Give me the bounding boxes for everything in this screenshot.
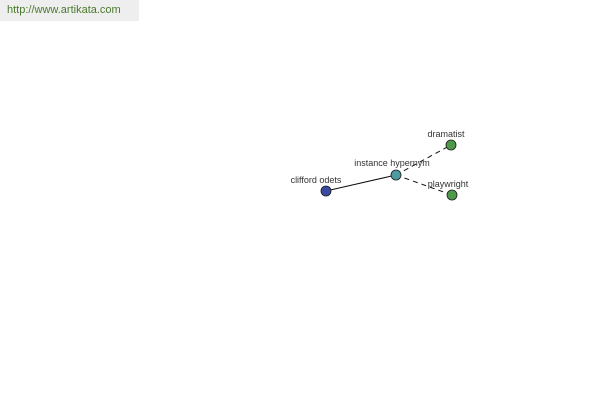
site-url-link[interactable]: http://www.artikata.com bbox=[7, 4, 121, 16]
site-url-banner[interactable]: http://www.artikata.com bbox=[0, 0, 139, 21]
node-label-playwright[interactable]: playwright bbox=[428, 179, 469, 189]
edge-relation-to-dramatist bbox=[395, 144, 452, 176]
node-playwright[interactable] bbox=[446, 189, 458, 201]
node-label-clifford[interactable]: clifford odets bbox=[291, 175, 342, 185]
nodes-layer bbox=[320, 139, 458, 201]
labels-layer: clifford odets instance hypernym dramatist… bbox=[291, 129, 469, 189]
edges-layer bbox=[325, 144, 453, 196]
edge-clifford-to-relation bbox=[325, 174, 397, 192]
node-label-dramatist[interactable]: dramatist bbox=[427, 129, 465, 139]
node-clifford[interactable] bbox=[320, 185, 332, 197]
node-dramatist[interactable] bbox=[445, 139, 457, 151]
node-label-relation[interactable]: instance hypernym bbox=[354, 158, 430, 168]
edge-relation-to-playwright bbox=[395, 174, 453, 196]
node-relation[interactable] bbox=[390, 169, 402, 181]
